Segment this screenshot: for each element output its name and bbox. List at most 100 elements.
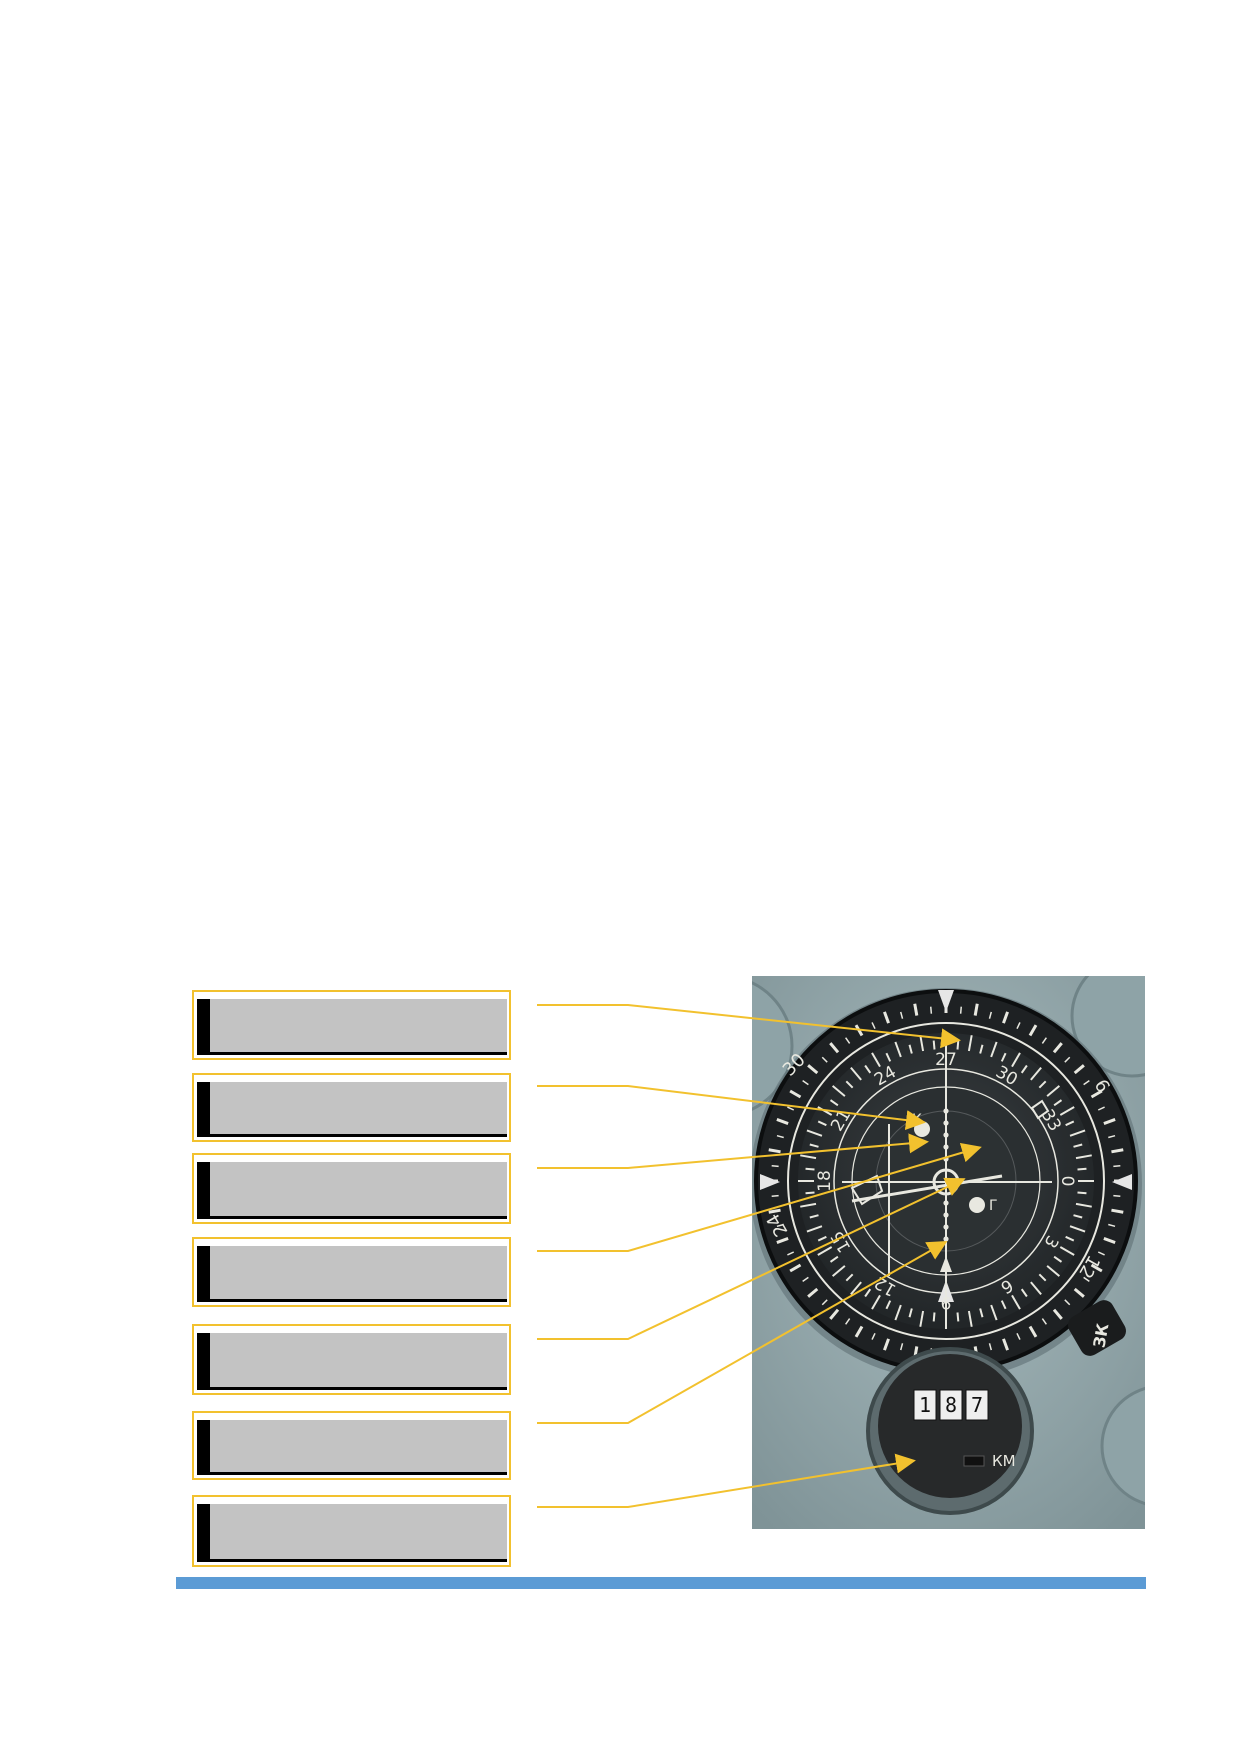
compass-tick <box>932 1040 936 1050</box>
bezel-tick <box>789 1263 802 1273</box>
bezel-tick <box>1103 1237 1116 1244</box>
distance-digit-3: 7 <box>971 1393 983 1417</box>
glide-dot <box>943 1236 949 1242</box>
compass-tick <box>1065 1235 1075 1242</box>
bezel-tick <box>771 1165 779 1168</box>
bezel-tick <box>789 1089 802 1099</box>
glide-dot <box>943 1200 949 1206</box>
compass-tick <box>894 1041 902 1058</box>
bezel-tick <box>883 1338 890 1351</box>
compass-tick <box>1075 1154 1092 1160</box>
bottom-divider-rule <box>176 1577 1146 1589</box>
beacon-marker <box>1030 1099 1050 1120</box>
compass-tick <box>1020 1288 1028 1298</box>
bezel-tick <box>1016 1022 1021 1030</box>
bezel-tick <box>802 1080 809 1086</box>
heading-needle <box>851 1174 1003 1203</box>
compass-tick <box>864 1288 872 1298</box>
compass-tick <box>1073 1143 1083 1148</box>
bezel-tick <box>913 1003 919 1016</box>
compass-tick <box>845 1273 854 1282</box>
compass-tick <box>885 1052 892 1062</box>
compass-tick <box>1073 1214 1083 1219</box>
bezel-tick <box>776 1134 784 1139</box>
bezel-tick <box>1090 1089 1103 1099</box>
callout-box-6 <box>192 1411 511 1480</box>
compass-tick <box>1046 1085 1061 1097</box>
bezel-tick <box>802 1276 809 1282</box>
bezel-tick <box>845 1037 851 1044</box>
callout-label-1 <box>197 999 507 1055</box>
left-index-triangle <box>760 1174 780 1190</box>
compass-tick <box>817 1120 827 1127</box>
bezel-tick <box>1002 1338 1009 1351</box>
bezel-tick <box>807 1064 819 1075</box>
compass-tick <box>831 1265 846 1277</box>
bezel-tick <box>1108 1134 1116 1139</box>
bezel-tick <box>1064 1299 1071 1306</box>
compass-tick <box>1030 1281 1042 1296</box>
glide-dot <box>943 1132 949 1138</box>
bezel-tick <box>1041 1318 1047 1325</box>
compass-tick <box>885 1300 892 1310</box>
glide-flag <box>969 1197 985 1213</box>
bezel-tick <box>1108 1223 1116 1228</box>
callout-label-5 <box>197 1333 507 1390</box>
bezel-tick <box>1113 1194 1121 1197</box>
callout-label-4 <box>197 1246 507 1302</box>
bezel-tick <box>807 1287 819 1298</box>
compass-tick <box>864 1064 872 1074</box>
bezel-tick <box>930 1006 933 1014</box>
callout-label-2 <box>197 1082 507 1137</box>
glide-dot <box>943 1120 949 1126</box>
callout-box-1 <box>192 990 511 1060</box>
bezel-tick <box>1041 1037 1047 1044</box>
distance-flag-window <box>963 1455 985 1467</box>
compass-tick <box>919 1310 925 1327</box>
distance-drum-2 <box>939 1389 963 1421</box>
compass-tick <box>1069 1129 1086 1137</box>
compass-tick <box>1000 1052 1007 1062</box>
bezel-tick <box>1097 1251 1105 1256</box>
bezel-tick <box>871 1332 876 1340</box>
bezel-tick <box>829 1042 840 1054</box>
bezel-tick <box>899 1011 904 1019</box>
distance-digit-2: 8 <box>945 1393 957 1417</box>
glide-flag-letter: Г <box>989 1198 998 1214</box>
compass-tick <box>850 1281 862 1296</box>
heading-set-knob[interactable]: ЗК <box>1064 1296 1129 1359</box>
bezel-tick <box>821 1299 828 1306</box>
compass-tick <box>1075 1202 1092 1208</box>
compass-tick <box>990 1041 998 1058</box>
glide-dot <box>943 1212 949 1218</box>
leader-line-6 <box>537 1241 948 1424</box>
compass-tick <box>1053 1255 1063 1263</box>
bezel-tick <box>988 1343 993 1351</box>
compass-tick <box>871 1294 881 1310</box>
distance-drum-1 <box>913 1389 937 1421</box>
compass-tick <box>956 1312 960 1322</box>
compass-tick <box>1059 1106 1075 1116</box>
top-index-triangle <box>938 990 954 1012</box>
bezel-tick <box>821 1056 828 1063</box>
compass-tick <box>806 1225 823 1233</box>
bezel-tick <box>1073 1064 1085 1075</box>
compass-tick <box>1053 1099 1063 1107</box>
bezel-tick <box>829 1308 840 1320</box>
bearing-pointer-tip <box>940 1256 952 1272</box>
bezel-tick <box>776 1118 789 1125</box>
glide-dot <box>943 1224 949 1230</box>
compass-tick <box>800 1202 817 1208</box>
bezel-tick <box>1083 1276 1090 1282</box>
compass-tick <box>1065 1120 1075 1127</box>
compass-tick <box>809 1143 819 1148</box>
leader-line-1 <box>537 1004 961 1049</box>
compass-tick <box>809 1214 819 1219</box>
bezel-tick <box>1111 1208 1124 1214</box>
bezel-tick <box>988 1011 993 1019</box>
bezel-tick <box>1111 1148 1124 1154</box>
compass-tick <box>967 1035 973 1052</box>
compass-tick <box>979 1308 984 1318</box>
leader-line-4 <box>537 1142 982 1252</box>
callout-label-6 <box>197 1420 507 1475</box>
